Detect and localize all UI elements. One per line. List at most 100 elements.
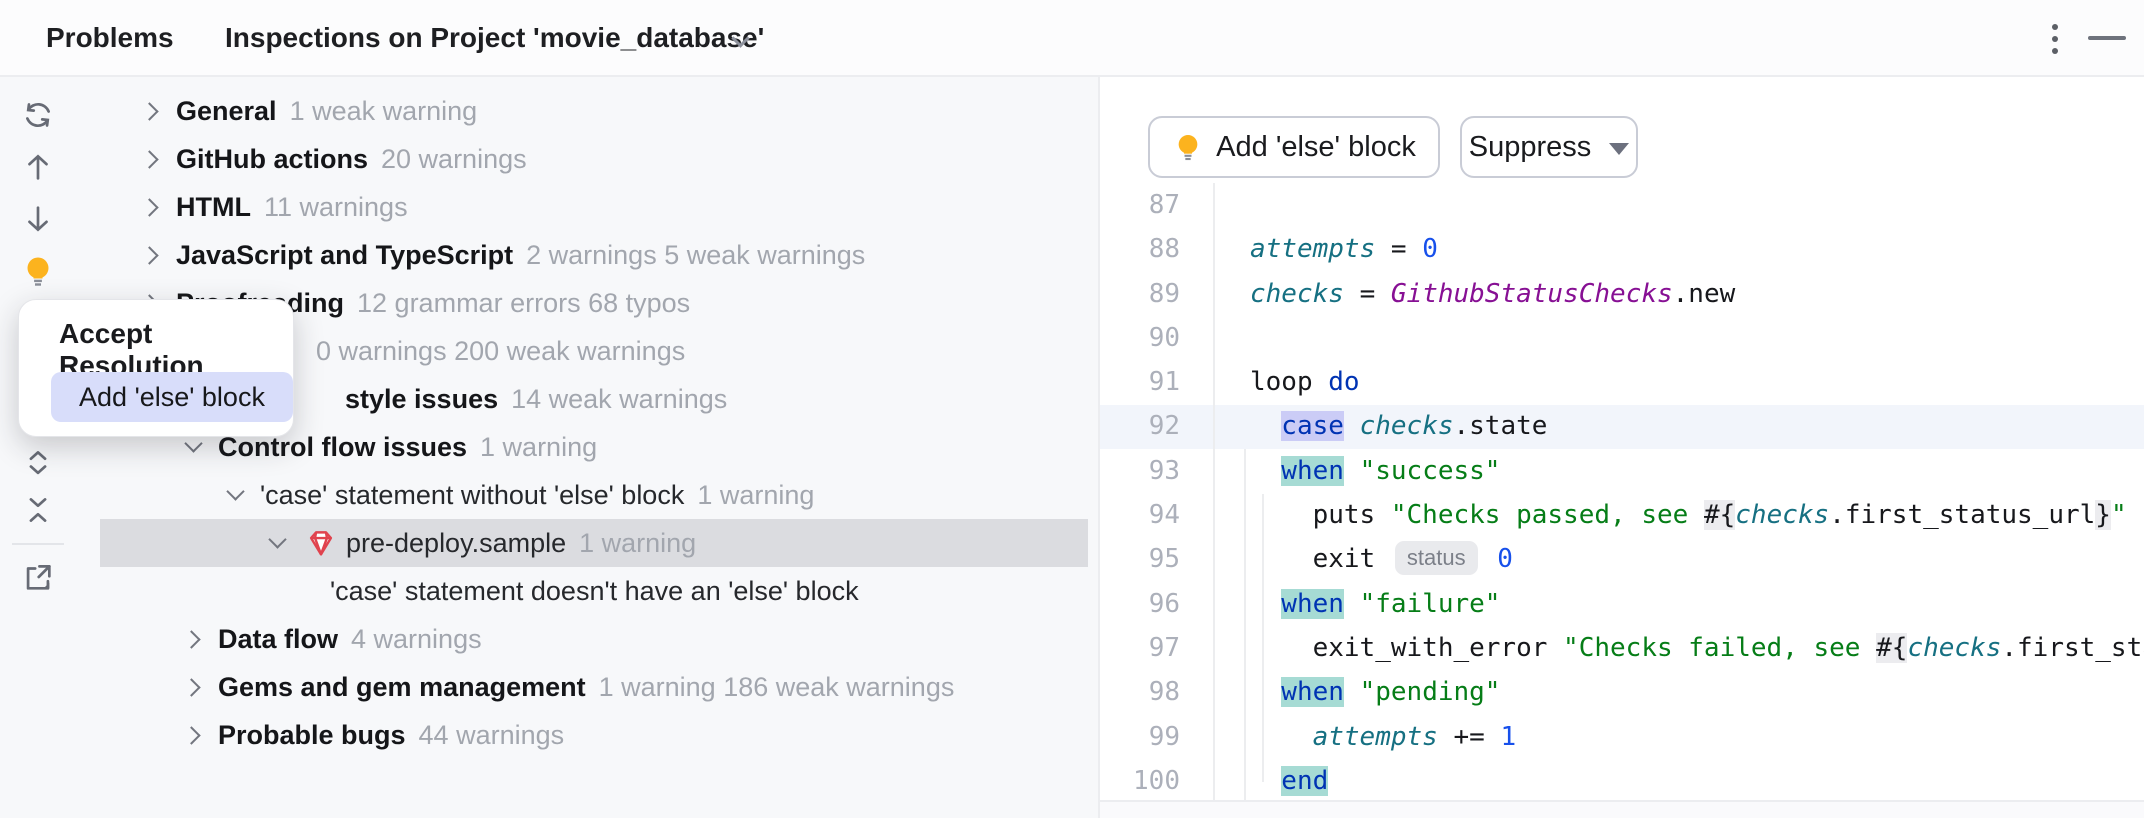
panel-splitter[interactable]: [1098, 77, 1100, 818]
tree-row[interactable]: Proofreading12 grammar errors 68 typos: [100, 279, 1088, 327]
current-line-highlight: [1100, 405, 2144, 449]
code-token: exit: [1312, 544, 1391, 575]
open-in-editor-icon[interactable]: [20, 559, 56, 595]
tree-row-counts: 1 warning 186 weak warnings: [598, 671, 955, 702]
line-number: 96: [1148, 588, 1180, 619]
line-number: 95: [1148, 544, 1180, 575]
tree-row-counts: 2 warnings 5 weak warnings: [526, 239, 866, 270]
code-token: "failure": [1359, 588, 1501, 619]
tree-row[interactable]: pre-deploy.sample 1 warning: [100, 519, 1088, 567]
code-line: exit_with_error "Checks failed, see #{ch…: [1250, 626, 2144, 670]
chevron-right-icon[interactable]: [140, 195, 164, 219]
code-token: ": [2110, 500, 2127, 531]
lightbulb-icon: [1178, 135, 1198, 161]
toolbar-divider: [12, 543, 64, 545]
add-else-block-popup-button[interactable]: Add 'else' block: [51, 372, 293, 422]
add-else-block-button[interactable]: Add 'else' block: [1148, 116, 1440, 178]
quick-fixes-lightbulb-icon[interactable]: [20, 253, 56, 289]
tree-row-label: HTML: [176, 191, 251, 222]
expand-all-icon[interactable]: [20, 445, 56, 481]
code-line: when "pending": [1250, 670, 2144, 714]
tree-row[interactable]: 0 warnings 200 weak warnings: [100, 327, 1088, 375]
more-options-kebab-icon[interactable]: [2040, 23, 2070, 55]
chevron-right-icon[interactable]: [140, 147, 164, 171]
code-token: [1344, 589, 1360, 619]
tree-row-label: pre-deploy.sample: [346, 527, 567, 558]
previous-problem-arrow-up-icon[interactable]: [20, 149, 56, 185]
next-problem-arrow-down-icon[interactable]: [20, 201, 56, 237]
editor-bottom-strip: [1100, 800, 2144, 818]
code-token: case: [1281, 411, 1344, 442]
chevron-down-icon[interactable]: [224, 483, 248, 507]
code-line: attempts = 0: [1250, 227, 2144, 271]
problems-toolbar: [0, 77, 76, 818]
tree-row-label: 'case' statement without 'else' block: [260, 479, 685, 510]
code-line: loop do: [1250, 360, 2144, 404]
code-line: puts "Checks passed, see #{checks.first_…: [1250, 493, 2144, 537]
tree-row[interactable]: 'case' statement doesn't have an 'else' …: [100, 567, 1088, 615]
tool-window-title: Problems: [46, 22, 174, 53]
line-number: 93: [1148, 455, 1180, 486]
code-token: [1482, 544, 1498, 574]
code-token: =: [1375, 234, 1423, 265]
code-token: }: [2095, 500, 2111, 531]
tree-row-counts: 1 warning: [697, 479, 815, 510]
tree-row[interactable]: 'case' statement without 'else' block 1 w…: [100, 471, 1088, 519]
refresh-icon[interactable]: [20, 97, 56, 133]
code-token: end: [1281, 765, 1329, 796]
code-token: #{: [1703, 500, 1736, 531]
code-token: [1344, 456, 1360, 486]
code-token: when: [1281, 588, 1344, 619]
ruby-gem-icon: [309, 531, 333, 556]
code-token: "Checks failed, see: [1563, 632, 1877, 663]
code-line: [1250, 183, 2144, 227]
tree-row-counts: 20 warnings: [381, 143, 527, 174]
chevron-down-icon[interactable]: [182, 435, 206, 459]
chevron-down-icon[interactable]: [266, 531, 290, 555]
tab-inspections[interactable]: Inspections on Project 'movie_database': [225, 22, 765, 53]
code-line: end: [1250, 759, 2144, 803]
suppress-button[interactable]: Suppress: [1460, 116, 1638, 178]
code-token: when: [1281, 455, 1344, 486]
tool-window-header: Problems Inspections on Project 'movie_d…: [0, 0, 2144, 77]
accept-resolution-popup: Accept Resolution Add 'else' block: [18, 299, 294, 437]
minimize-icon[interactable]: [2088, 36, 2126, 40]
code-line: when "failure": [1250, 582, 2144, 626]
code-line: case checks.state: [1250, 404, 2144, 448]
indent-guide: [1244, 449, 1246, 804]
tree-row-label: 'case' statement doesn't have an 'else' …: [330, 575, 859, 606]
code-token: [1344, 677, 1360, 707]
code-token: checks: [1907, 632, 2002, 663]
line-number: 92: [1148, 411, 1180, 442]
code-token: exit_with_error: [1312, 632, 1564, 663]
chevron-right-icon[interactable]: [140, 99, 164, 123]
code-token: .new: [1672, 278, 1736, 309]
chevron-right-icon[interactable]: [182, 627, 206, 651]
code-token: do: [1328, 367, 1360, 398]
line-number: 89: [1148, 278, 1180, 309]
code-token: .first_sta: [2001, 632, 2144, 663]
line-number: 94: [1148, 500, 1180, 531]
tree-row-counts: 0 warnings 200 weak warnings: [316, 335, 686, 366]
code-token: "Checks passed, see: [1390, 500, 1704, 531]
code-line: when "success": [1250, 449, 2144, 493]
chevron-right-icon[interactable]: [140, 243, 164, 267]
tree-row-counts: 1 warning: [579, 527, 697, 558]
collapse-all-icon[interactable]: [20, 492, 56, 528]
chevron-right-icon[interactable]: [182, 723, 206, 747]
chevron-right-icon[interactable]: [182, 675, 206, 699]
tree-row-counts: 44 warnings: [418, 719, 565, 750]
code-token: +=: [1437, 721, 1501, 752]
